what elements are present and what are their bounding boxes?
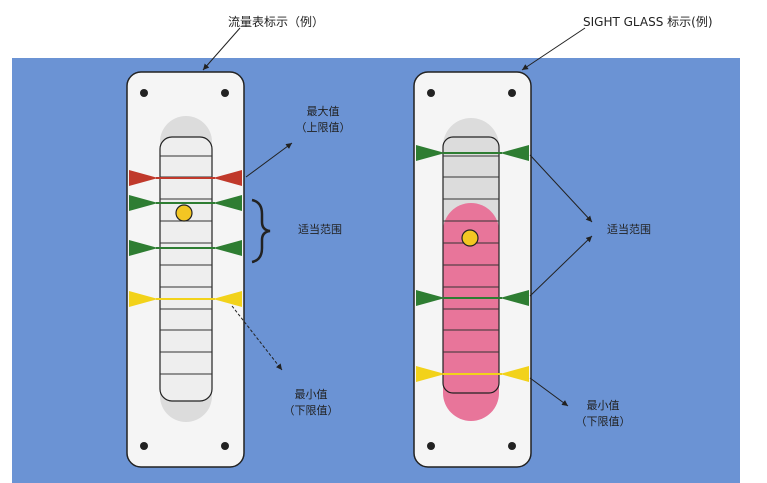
sight-glass-fluid: [443, 203, 499, 421]
min-value-label-right-line2: （下限值）: [575, 415, 631, 428]
sg-min-marker-yellow: [416, 366, 529, 382]
screw-hole: [508, 442, 516, 450]
screw-hole: [140, 89, 148, 97]
min-value-label-left-line1: 最小值: [294, 388, 328, 401]
left-caption-leader: [202, 27, 241, 71]
range-label-right: 适当范围: [607, 223, 651, 236]
screw-hole: [140, 442, 148, 450]
max-marker-red: [129, 170, 242, 186]
min-value-label-right-line1: 最小值: [586, 399, 620, 412]
flow-meter-float: [175, 204, 193, 222]
sg-min-arrow: [529, 377, 569, 407]
range-lower-marker-green: [129, 240, 242, 256]
max-value-label: 最大值 （上限值）: [293, 104, 353, 136]
range-label-left: 适当范围: [298, 223, 342, 236]
sight-glass-caption: SIGHT GLASS 标示(例): [583, 15, 713, 29]
min-value-label-left: 最小值 （下限值）: [278, 387, 344, 419]
screw-hole: [221, 89, 229, 97]
max-value-label-line2: （上限值）: [295, 121, 351, 134]
screw-hole: [508, 89, 516, 97]
sg-range-upper-marker-green: [416, 145, 529, 161]
right-caption-leader: [521, 27, 586, 71]
max-arrow: [245, 142, 293, 178]
flow-meter-caption: 流量表标示（例）: [228, 15, 325, 29]
min-value-label-right: 最小值 （下限值）: [570, 398, 636, 430]
min-marker-yellow: [129, 291, 242, 307]
screw-hole: [221, 442, 229, 450]
sg-range-upper-arrow: [529, 154, 593, 223]
sight-glass-gauge: [413, 71, 593, 468]
min-value-label-left-line2: （下限值）: [283, 404, 339, 417]
screw-hole: [427, 442, 435, 450]
sight-glass-float: [461, 229, 479, 247]
sg-range-lower-arrow: [529, 235, 593, 297]
flow-meter-gauge: [126, 71, 293, 468]
max-value-label-line1: 最大值: [306, 105, 340, 118]
sg-range-lower-marker-green: [416, 290, 529, 306]
min-arrow: [231, 305, 283, 371]
screw-hole: [427, 89, 435, 97]
range-upper-marker-green: [129, 195, 242, 211]
range-brace: [251, 198, 271, 264]
